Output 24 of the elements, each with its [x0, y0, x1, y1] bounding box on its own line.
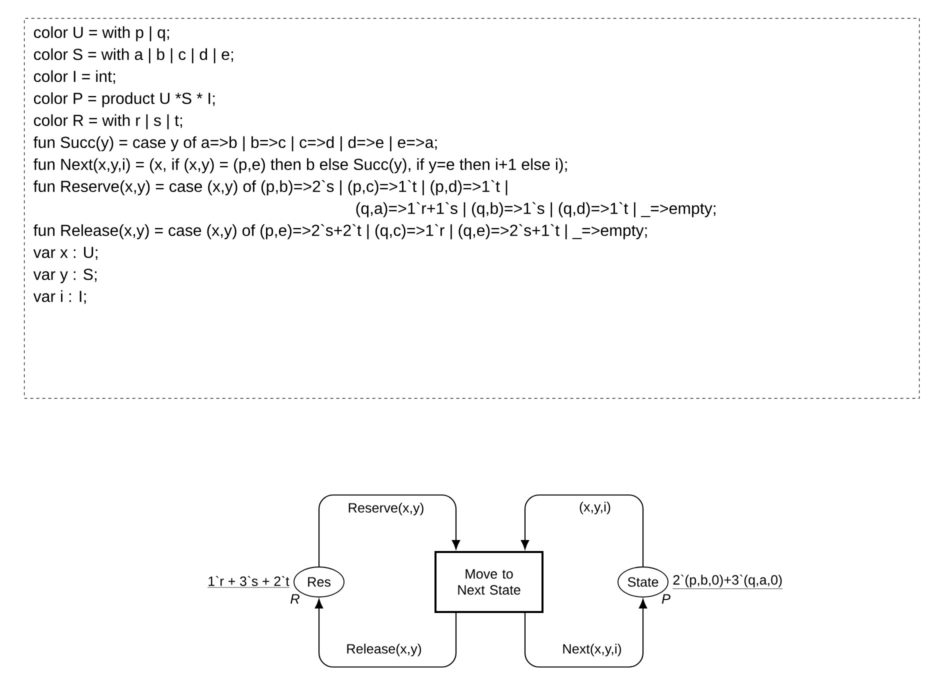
- code-box: [24, 18, 920, 399]
- code-line: fun Reserve(x,y) = case (x,y) of (p,b)=>2`s | (p,c)=>1`t | (p,d)=>1`t | (q,a)=>1`r+1`s | (q,b)=>1`s | (q,d)=>1`t | _=>empty;: [34, 180, 716, 218]
- arc-arrow: [318, 494, 460, 567]
- initial-marking: 2`(p,b,0)+3`(q,a,0): [672, 574, 783, 589]
- code-line: fun Succ(y) = case y of a=>b | b=>c | c=>d | d=>e | e=>a;: [34, 136, 437, 152]
- arc-arrow: [524, 598, 648, 668]
- arc-arrow: [314, 598, 457, 668]
- code-line: color S = with a | b | c | d | e;: [34, 48, 233, 64]
- arc-inscription: Reserve(x,y): [348, 502, 424, 516]
- code-line: var x : U;: [33, 246, 98, 260]
- arc-arrow: [520, 494, 644, 567]
- code-line: color U = with p | q;: [34, 26, 169, 42]
- code-line: fun Release(x,y) = case (x,y) of (p,e)=>2`s+2`t | (q,c)=>1`r | (q,e)=>2`s+1`t | _=>empty;: [34, 224, 647, 240]
- arc-inscription: Release(x,y): [347, 644, 422, 656]
- transition-box: Move to Next State: [434, 551, 544, 613]
- code-line: fun Next(x,y,i) = (x, if (x,y) = (p,e) then b else Succ(y), if y=e then i+1 else i);: [34, 158, 567, 174]
- code-line: color P = product U *S * I;: [34, 92, 215, 108]
- arc-inscription: (x,y,i): [580, 502, 610, 514]
- code-line: color R = with r | s | t;: [34, 114, 182, 130]
- code-line: var y : S;: [33, 268, 96, 284]
- code-line: var i : I;: [33, 290, 86, 304]
- code-line: color I = int;: [34, 70, 115, 84]
- arc-inscription: Next(x,y,i): [563, 644, 622, 656]
- initial-marking: 1`r + 3`s + 2`t: [207, 576, 290, 588]
